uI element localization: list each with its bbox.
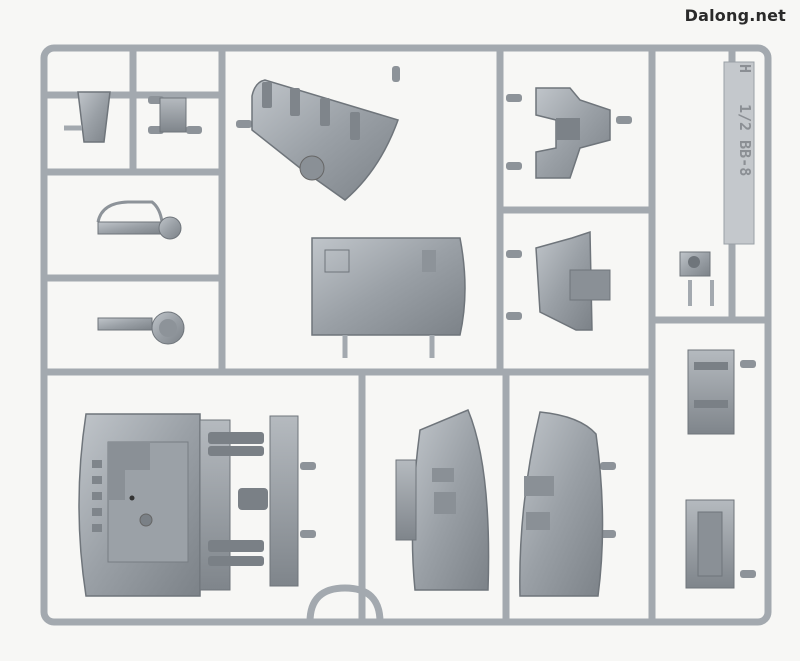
part-cup	[64, 91, 111, 143]
part-box-bracket	[535, 230, 611, 331]
sprue-gates	[148, 66, 756, 578]
part-curved-panel-left	[395, 409, 490, 591]
sprue-frame	[40, 44, 772, 626]
part-ring	[97, 311, 185, 345]
sprue-scale-label: 1/2 BB-8	[736, 104, 754, 177]
watermark: Dalong.net	[684, 6, 786, 25]
part-clamp	[535, 87, 611, 179]
sprue-id-plate	[723, 61, 755, 245]
part-knob	[679, 251, 714, 306]
part-handle	[96, 200, 182, 240]
part-bracket-small	[159, 97, 187, 133]
part-mechanism-lower	[685, 499, 735, 589]
part-curved-panel-right	[519, 411, 604, 597]
sprue-id-letter: H	[736, 64, 754, 74]
part-fan-panel	[251, 79, 399, 201]
part-springs	[208, 432, 268, 566]
part-cylinder-housing	[78, 413, 299, 597]
part-mechanism-upper	[687, 349, 735, 435]
sprue-arch	[306, 584, 384, 623]
part-box-panel	[311, 237, 466, 358]
